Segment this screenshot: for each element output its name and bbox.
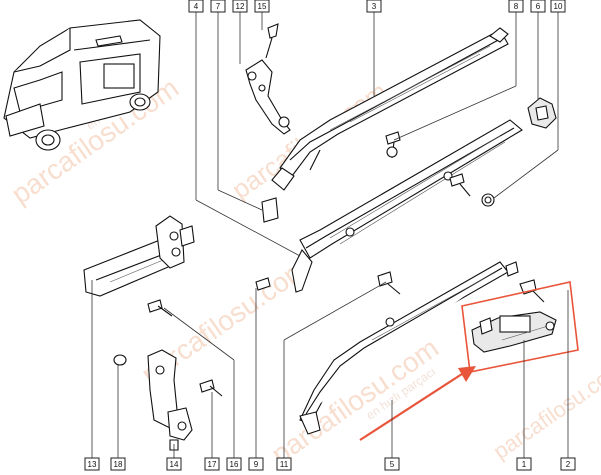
- part-5-lower-rail: [299, 261, 519, 435]
- highlight-box: [461, 281, 579, 373]
- callout-label: 10: [554, 2, 563, 11]
- callout-label: 4: [194, 2, 199, 11]
- callout-label: 7: [216, 2, 221, 11]
- part-14-hinge-bracket: [147, 349, 193, 451]
- leader-lines: [91, 12, 569, 458]
- part-8-sill-rail: [291, 119, 523, 293]
- part-6-stop: [527, 97, 557, 129]
- part-3-upper-rail: [271, 27, 509, 191]
- fasteners-upper: [261, 131, 495, 223]
- part-12-upper-bracket: [245, 23, 291, 135]
- callout-label: 18: [114, 460, 123, 469]
- callout-label: 14: [170, 460, 179, 469]
- callout-label: 6: [536, 2, 541, 11]
- fasteners-left: [113, 277, 271, 397]
- highlight-arrow-shaft: [359, 373, 463, 441]
- callout-label: 2: [566, 460, 571, 469]
- callouts-bottom: 13 18 14 17 16 9 11 5 1 2: [84, 457, 576, 471]
- callout-label: 13: [88, 460, 97, 469]
- callout-label: 1: [522, 460, 527, 469]
- callout-label: 9: [254, 460, 259, 469]
- callout-label: 16: [230, 460, 239, 469]
- callouts-top: 4 7 12 15 3 8 6 10: [188, 0, 566, 13]
- callout-label: 5: [390, 460, 395, 469]
- part-13-hinge-plate: [83, 215, 195, 297]
- part-1-carriage: [471, 279, 557, 353]
- callout-label: 8: [514, 2, 519, 11]
- highlight-group: [359, 281, 579, 441]
- callout-label: 15: [258, 2, 267, 11]
- callout-label: 3: [372, 2, 377, 11]
- highlight-arrow-head: [458, 366, 476, 382]
- van-illustration: [3, 19, 161, 151]
- callout-label: 11: [280, 460, 289, 469]
- watermark-text: parcafilosu.com: [489, 355, 601, 464]
- callout-label: 12: [236, 2, 245, 11]
- callout-label: 17: [208, 460, 217, 469]
